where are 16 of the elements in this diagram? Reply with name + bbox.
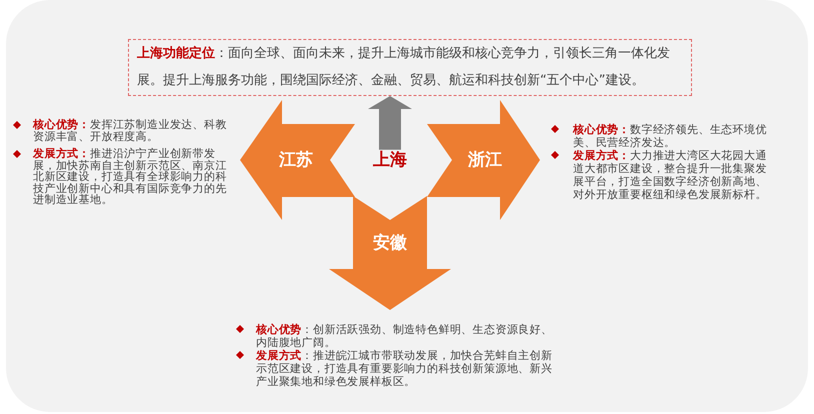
center-label: 上海 bbox=[373, 150, 407, 170]
definition-box bbox=[128, 39, 692, 96]
bullet-text: 核心优势：发挥江苏制造业发达、科教资源丰富、开放程度高。 bbox=[33, 119, 228, 142]
bullet-text: 核心优势：数字经济领先、生态环境优美、民营经济发达。 bbox=[573, 122, 768, 148]
bullet-text: 发展方式：推进皖江城市带联动发展，加快合芜蚌自主创新示范区建设，打造具有重要影响力的科技创新策源地、新兴产业聚集地和绿色发展样板区。 bbox=[256, 348, 554, 388]
region-label: 江苏 bbox=[279, 150, 313, 170]
region-label: 浙江 bbox=[468, 150, 502, 170]
bullet-text: 核心优势：创新活跃强劲、制造特色鲜明、生态资源良好、内陆腹地广阔。 bbox=[256, 322, 554, 348]
bullet-text: 发展方式：大力推进大湾区大花园大通道大都市区建设，整合提升一批集聚发展平台，打造全国数字经济创新高地、对外开放重要枢纽和绿色发展新标杆。 bbox=[573, 148, 768, 200]
left-arrow-shape bbox=[240, 100, 355, 220]
bullet-text: 发展方式：推进沿沪宁产业创新带发展，加快苏南自主创新示范区、南京江北新区建设，打造具有全球影响力的科技产业创新中心和具有国际竞争力的先进制造业基地。 bbox=[33, 148, 228, 206]
right-arrow-shape bbox=[427, 100, 540, 220]
region-label: 安徽 bbox=[373, 232, 407, 254]
block-arrow bbox=[368, 96, 412, 150]
down-arrow-shape bbox=[329, 196, 451, 310]
definition-text: 上海功能定位：面向全球、面向未来，提升上海城市能级和核心竞争力，引领长三角一体化发展。提升上海服务功能，围绕国际经济、金融、贸易、航运和科技创新“五个中心”建设。 bbox=[137, 44, 671, 90]
